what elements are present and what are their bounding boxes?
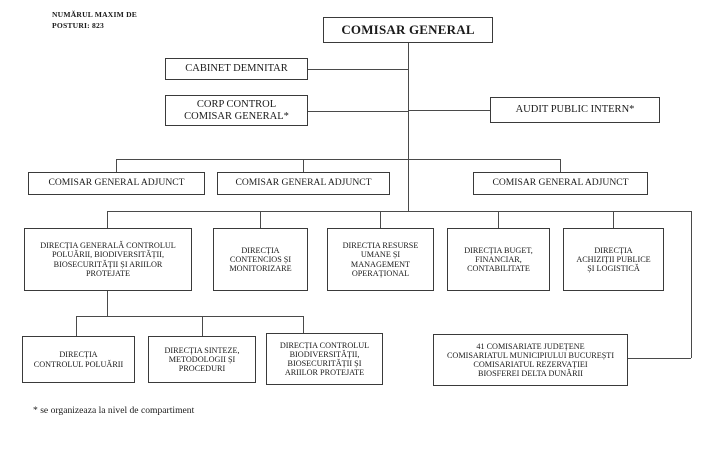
connector-deputies-bus [116, 159, 561, 160]
node-label: DIRECȚIA CONTROLUL POLUĂRII [33, 350, 124, 369]
node-label: COMISAR GENERAL [341, 21, 475, 37]
node-directia-sinteze-metodologii-si-proceduri[interactable]: DIRECȚIA SINTEZE, METODOLOGII ȘI PROCEDU… [148, 336, 256, 383]
node-directia-contencios-si-monitorizare[interactable]: DIRECȚIA CONTENCIOS ȘI MONITORIZARE [213, 228, 308, 291]
node-directia-controlul-poluarii[interactable]: DIRECȚIA CONTROLUL POLUĂRII [22, 336, 135, 383]
connector-deputy-2-drop [303, 159, 304, 172]
connector-direction-3-drop [380, 211, 381, 228]
node-label: DIRECȚIA SINTEZE, METODOLOGII ȘI PROCEDU… [164, 345, 240, 374]
connector-sub-2-drop [202, 316, 203, 336]
connector-direction-2-drop [260, 211, 261, 228]
node-label: DIRECȚIA GENERALĂ CONTROLUL POLUĂRII, BI… [40, 241, 176, 278]
node-audit-public-intern[interactable]: AUDIT PUBLIC INTERN* [490, 97, 660, 123]
connector-sub-3-drop [303, 316, 304, 333]
node-label: COMISAR GENERAL ADJUNCT [235, 177, 372, 189]
node-directia-controlul-biodiversitatii[interactable]: DIRECȚIA CONTROLUL BIODIVERSITĂȚII, BIOS… [266, 333, 383, 385]
node-directia-buget-financiar-contabilitate[interactable]: DIRECȚIA BUGET, FINANCIAR, CONTABILITATE [447, 228, 550, 291]
footnote-text: * se organizeaza la nivel de compartimen… [33, 405, 195, 416]
connector-deputy-3-drop [560, 159, 561, 172]
connector-root-cabinet [308, 69, 408, 70]
connector-territorial-rail [691, 211, 692, 358]
node-comisariate-teritoriale[interactable]: 41 COMISARIATE JUDEȚENE COMISARIATUL MUN… [433, 334, 628, 386]
connector-sub-1-drop [76, 316, 77, 336]
node-label: AUDIT PUBLIC INTERN* [515, 104, 635, 116]
node-label: DIRECȚIA BUGET, FINANCIAR, CONTABILITATE [464, 245, 533, 274]
node-label: 41 COMISARIATE JUDEȚENE COMISARIATUL MUN… [446, 341, 615, 379]
node-comisar-general-adjunct-2[interactable]: COMISAR GENERAL ADJUNCT [217, 172, 390, 195]
node-comisar-general-adjunct-3[interactable]: COMISAR GENERAL ADJUNCT [473, 172, 648, 195]
node-label: COMISAR GENERAL ADJUNCT [48, 177, 185, 189]
connector-root-audit [408, 110, 490, 111]
node-cabinet-demnitar[interactable]: CABINET DEMNITAR [165, 58, 308, 80]
connector-root-spine [408, 43, 409, 211]
headcount-note: NUMĂRUL MAXIM DE POSTURI: 823 [52, 10, 138, 30]
node-label: CABINET DEMNITAR [185, 63, 288, 75]
node-directia-achizitii-publice-si-logistica[interactable]: DIRECȚIA ACHIZIȚII PUBLICE ȘI LOGISTICĂ [563, 228, 664, 291]
connector-subdirections-bus [76, 316, 303, 317]
node-label: DIRECȚIA ACHIZIȚII PUBLICE ȘI LOGISTICĂ [576, 245, 651, 274]
node-label: CORP CONTROL COMISAR GENERAL* [184, 98, 289, 122]
node-comisar-general-adjunct-1[interactable]: COMISAR GENERAL ADJUNCT [28, 172, 205, 195]
node-label: COMISAR GENERAL ADJUNCT [492, 177, 629, 189]
connector-direction-4-drop [498, 211, 499, 228]
node-label: DIRECȚIA CONTROLUL BIODIVERSITĂȚII, BIOS… [279, 340, 370, 378]
connector-directions-bus [107, 211, 691, 212]
node-directia-generala-controlul-poluarii[interactable]: DIRECȚIA GENERALĂ CONTROLUL POLUĂRII, BI… [24, 228, 192, 291]
node-directia-resurse-umane-si-management-operational[interactable]: DIRECTIA RESURSE UMANE ȘI MANAGEMENT OPE… [327, 228, 434, 291]
connector-direction-5-drop [613, 211, 614, 228]
node-comisar-general[interactable]: COMISAR GENERAL [323, 17, 493, 43]
node-label: DIRECȚIA CONTENCIOS ȘI MONITORIZARE [229, 245, 292, 274]
connector-dir1-drop [107, 291, 108, 316]
connector-deputy-1-drop [116, 159, 117, 172]
node-label: DIRECTIA RESURSE UMANE ȘI MANAGEMENT OPE… [342, 241, 419, 278]
connector-root-corp-control [308, 111, 408, 112]
node-corp-control-comisar-general[interactable]: CORP CONTROL COMISAR GENERAL* [165, 95, 308, 126]
connector-territorial-link [628, 358, 691, 359]
connector-direction-1-drop [107, 211, 108, 228]
